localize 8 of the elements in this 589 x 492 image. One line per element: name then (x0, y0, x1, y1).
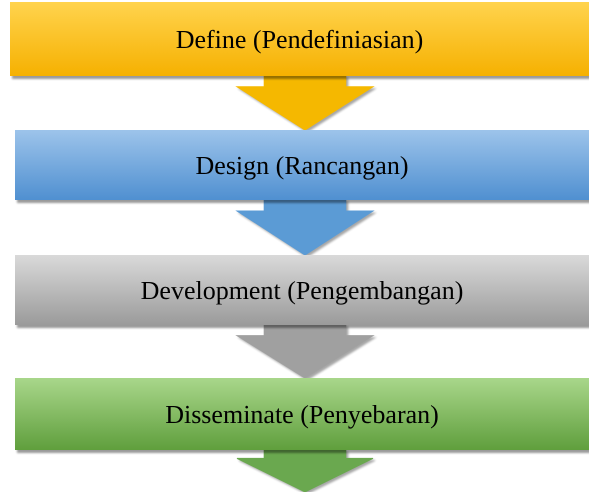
process-box: Disseminate (Penyebaran) (15, 378, 589, 450)
process-box: Define (Pendefiniasian) (10, 2, 589, 76)
process-box: Development (Pengembangan) (15, 255, 589, 325)
arrow (236, 450, 374, 492)
arrow (235, 76, 375, 131)
arrow (235, 200, 375, 256)
arrow (235, 324, 375, 379)
process-box: Design (Rancangan) (15, 130, 589, 200)
